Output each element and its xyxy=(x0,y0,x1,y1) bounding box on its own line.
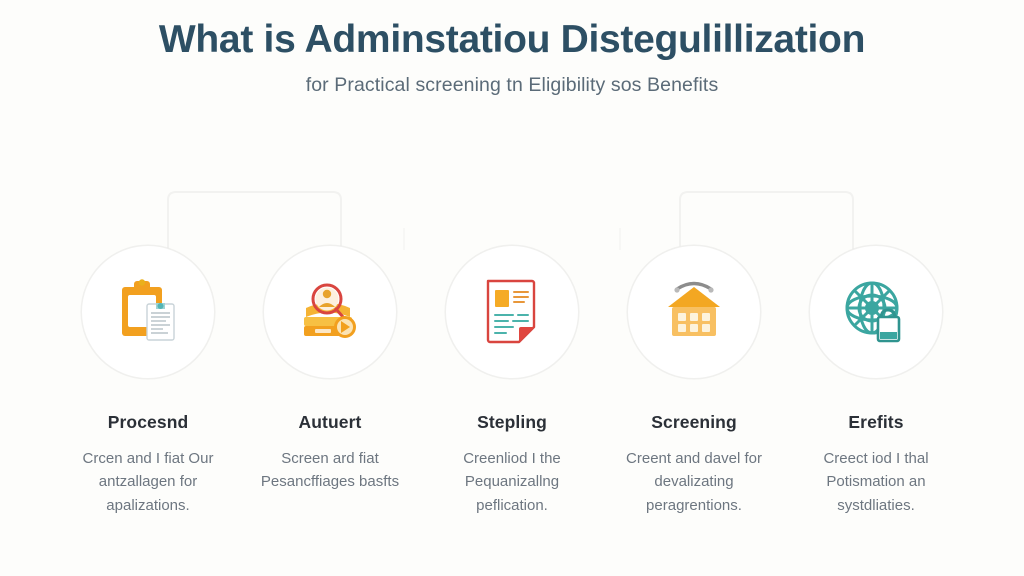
step-2-body: Screen ard fiat Pesancffiages basfts xyxy=(260,450,400,491)
step-2-heading: Autuert xyxy=(298,412,362,432)
house-building-icon xyxy=(657,275,731,349)
step-3[interactable]: Stepling Creenliod I the Pequanizallng p… xyxy=(436,245,588,517)
step-1-heading: Procesnd xyxy=(107,412,189,432)
step-1-icon-badge[interactable] xyxy=(81,245,215,379)
header: What is Adminstatiou Distegulillization … xyxy=(0,18,1024,97)
page-title: What is Adminstatiou Distegulillization xyxy=(158,18,866,61)
step-3-body: Creenliod I the Pequanizallng peflicatio… xyxy=(463,450,561,514)
step-1-body: Crcen and I fiat Our antzallagen for apa… xyxy=(82,450,214,514)
step-5-icon-badge[interactable] xyxy=(809,245,943,379)
step-4[interactable]: Screening Creent and davel for devalizat… xyxy=(618,245,770,517)
step-4-body: Creent and davel for devalizating peragr… xyxy=(626,450,762,514)
step-2-icon-badge[interactable] xyxy=(263,245,397,379)
step-5[interactable]: Erefits Creect iod I thal Potismation an… xyxy=(800,245,952,517)
globe-bag-icon xyxy=(839,275,913,349)
document-page-icon xyxy=(475,275,549,349)
step-2[interactable]: Autuert Screen ard fiat Pesancffiages ba… xyxy=(254,245,406,494)
step-3-heading: Stepling xyxy=(477,412,547,432)
process-steps: Procesnd Crcen and I fiat Our antzallage… xyxy=(72,245,952,517)
clipboard-document-icon xyxy=(111,275,185,349)
step-5-heading: Erefits xyxy=(848,412,904,432)
step-4-heading: Screening xyxy=(651,412,737,432)
step-5-body: Creect iod I thal Potismation an systdli… xyxy=(823,450,929,514)
step-3-icon-badge[interactable] xyxy=(445,245,579,379)
page-subtitle: for Practical screening tn Eligibility s… xyxy=(305,73,719,96)
step-1[interactable]: Procesnd Crcen and I fiat Our antzallage… xyxy=(72,245,224,517)
books-person-search-icon xyxy=(293,275,367,349)
step-4-icon-badge[interactable] xyxy=(627,245,761,379)
